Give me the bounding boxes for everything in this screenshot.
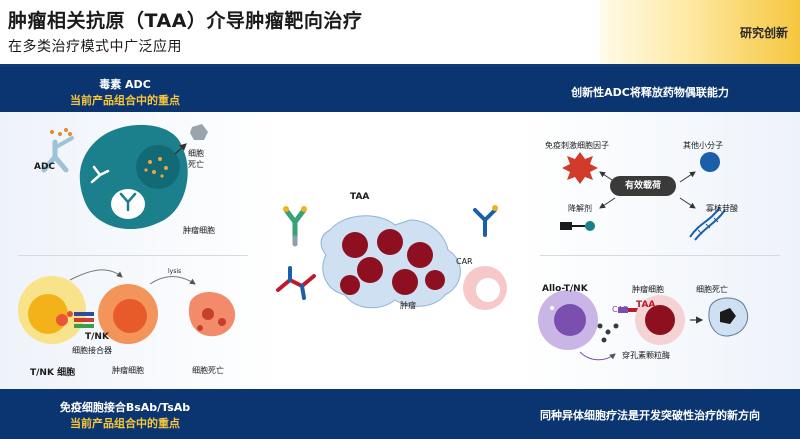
adc-cell-death-label: 细胞 死亡 — [188, 149, 204, 169]
antibody-icon — [283, 206, 307, 247]
tumor-cluster-diagram — [276, 205, 507, 310]
tnk-short-label: T/NK — [85, 332, 109, 342]
degrader-label: 降解剂 — [568, 204, 592, 213]
tumor-label: 肿瘤 — [400, 301, 416, 310]
oligonucleotide-icon — [689, 206, 726, 241]
car-label: CAR — [456, 257, 473, 266]
top-right-title: 创新性ADC将释放药物偶联能力 — [571, 86, 729, 99]
page-title: 肿瘤相关抗原（TAA）介导肿瘤靶向治疗 — [8, 10, 363, 32]
allo-dead-cell-icon — [708, 297, 749, 337]
allo-cell-death-label: 细胞死亡 — [696, 285, 728, 294]
adc-tumor-cell-label: 肿瘤细胞 — [183, 226, 215, 235]
payload-diagram — [560, 152, 726, 241]
immune-factor-label: 免疫刺激细胞因子 — [545, 141, 609, 150]
top-banner: 毒素 ADC 当前产品组合中的重点 创新性ADC将释放药物偶联能力 — [0, 67, 800, 112]
allo-tnk-cell-icon — [538, 290, 598, 350]
tnk-cell-label: T/NK 细胞 — [30, 368, 76, 378]
adc-tumor-cell-icon — [79, 124, 188, 230]
oligo-label: 寡核苷酸 — [706, 204, 738, 213]
adc-diagram — [41, 124, 208, 230]
engager-molecule-icon — [74, 312, 94, 328]
tnk-cell-icon — [18, 276, 86, 344]
adc-antibody-icon — [41, 128, 74, 173]
top-left-subtitle: 当前产品组合中的重点 — [70, 94, 180, 107]
right-divider — [540, 255, 780, 256]
left-divider — [18, 255, 248, 256]
page-subtitle: 在多类治疗模式中广泛应用 — [8, 39, 182, 55]
allo-tumor-cell-icon — [635, 295, 685, 345]
bottom-left-subtitle: 当前产品组合中的重点 — [70, 417, 180, 430]
payload-chip: 有效载荷 — [610, 176, 676, 196]
top-left-title: 毒素 ADC — [99, 78, 151, 91]
allo-tumor-cell-label: 肿瘤细胞 — [632, 285, 664, 294]
bottom-left-title: 免疫细胞接合BsAb/TsAb — [59, 401, 191, 414]
engager-label: 细胞接合器 — [72, 346, 112, 355]
innovation-tag: 研究创新 — [600, 0, 800, 64]
bottom-banner: 免疫细胞接合BsAb/TsAb 当前产品组合中的重点 同种异体细胞疗法是开发突破… — [0, 389, 800, 439]
allo-car-label: CAR — [612, 305, 629, 314]
engager-cell-death-label: 细胞死亡 — [192, 366, 224, 375]
adc-cell-debris-icon — [190, 124, 208, 140]
immune-cytokine-icon — [562, 152, 598, 184]
other-small-molecule-label: 其他小分子 — [683, 141, 723, 150]
bottom-right-title: 同种异体细胞疗法是开发突破性治疗的新方向 — [540, 409, 760, 422]
perforin-label: 穿孔素颗粒酶 — [622, 351, 670, 360]
taa-label: TAA — [350, 192, 370, 202]
engager-tumor-cell-label: 肿瘤细胞 — [112, 366, 144, 375]
engager-dead-cell-icon — [188, 292, 236, 337]
header-divider — [0, 64, 800, 67]
innovation-tag-label: 研究创新 — [739, 26, 788, 40]
small-molecule-icon — [700, 152, 720, 172]
tcell-engager-diagram — [18, 269, 236, 344]
degrader-icon — [560, 221, 595, 231]
allo-tnk-label: Allo-T/NK — [542, 284, 588, 294]
car-cell-icon — [463, 266, 507, 310]
right-antibody-icon — [473, 205, 498, 237]
adc-label: ADC — [34, 162, 56, 172]
bispecific-antibody-icon — [276, 266, 316, 300]
tumor-cells-icon — [320, 215, 461, 309]
allo-cell-diagram — [538, 290, 749, 361]
allo-taa-label: TAA — [636, 300, 656, 310]
lysis-label: lysis — [168, 268, 182, 275]
engager-tumor-cell-icon — [98, 284, 158, 344]
